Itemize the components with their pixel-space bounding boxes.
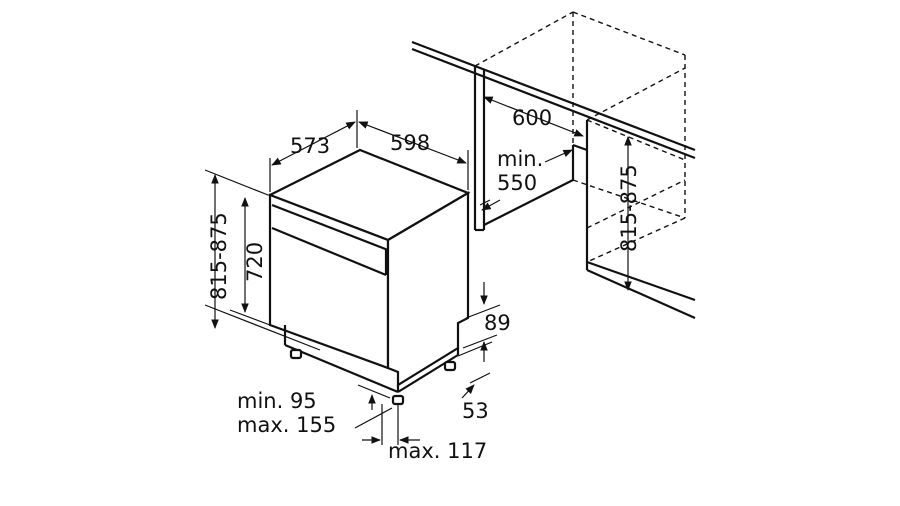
- label-plinth-53: 53: [462, 399, 489, 423]
- label-depth: 573: [290, 134, 330, 158]
- label-width: 598: [390, 131, 430, 155]
- label-foot-offset: max. 117: [388, 439, 487, 463]
- label-body-height: 720: [243, 242, 267, 282]
- label-height-range-left: 815-875: [207, 212, 231, 300]
- dimension-lines: [204, 96, 632, 445]
- dishwasher-body: [267, 148, 471, 394]
- installation-niche: [411, 11, 696, 320]
- label-door-clearance-line1: min. 95: [237, 389, 317, 413]
- label-plinth-89: 89: [484, 311, 511, 335]
- label-niche-width: 600: [512, 106, 552, 130]
- label-niche-height-range: 815-875: [617, 164, 641, 252]
- label-niche-depth-line2: 550: [497, 171, 537, 195]
- label-niche-depth-line1: min.: [497, 147, 543, 171]
- label-door-clearance-line2: max. 155: [237, 413, 336, 437]
